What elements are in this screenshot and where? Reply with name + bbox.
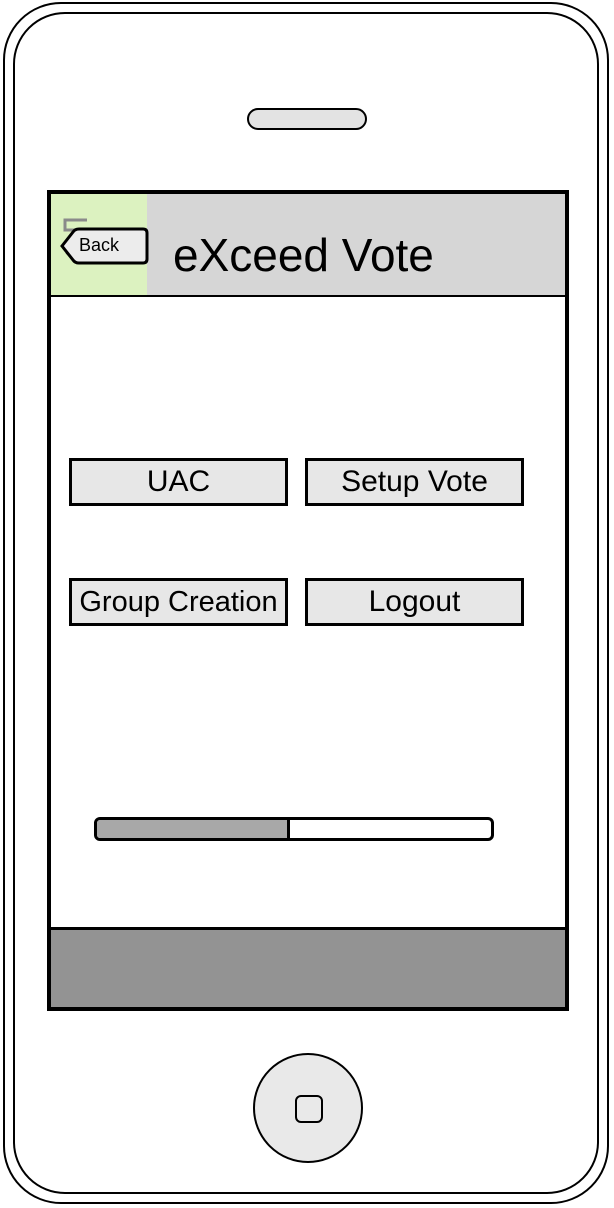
speaker-icon bbox=[247, 108, 367, 130]
progress-bar bbox=[94, 817, 494, 841]
app-screen: Back eXceed Vote UAC Setup Vote Group Cr… bbox=[47, 190, 569, 1011]
phone-inner-frame bbox=[13, 12, 599, 1194]
back-arrow-icon bbox=[60, 227, 149, 265]
app-header: Back eXceed Vote bbox=[51, 194, 565, 297]
uac-button[interactable]: UAC bbox=[69, 458, 288, 506]
home-button-icon[interactable] bbox=[253, 1053, 363, 1163]
logout-button[interactable]: Logout bbox=[305, 578, 524, 626]
bottom-bar bbox=[51, 927, 565, 1007]
group-creation-button[interactable]: Group Creation bbox=[69, 578, 288, 626]
back-button-label[interactable]: Back bbox=[79, 235, 120, 255]
back-button[interactable] bbox=[59, 227, 149, 266]
app-title: eXceed Vote bbox=[173, 229, 434, 281]
home-square-icon bbox=[295, 1095, 323, 1123]
setup-vote-button[interactable]: Setup Vote bbox=[305, 458, 524, 506]
progress-fill bbox=[97, 820, 291, 838]
